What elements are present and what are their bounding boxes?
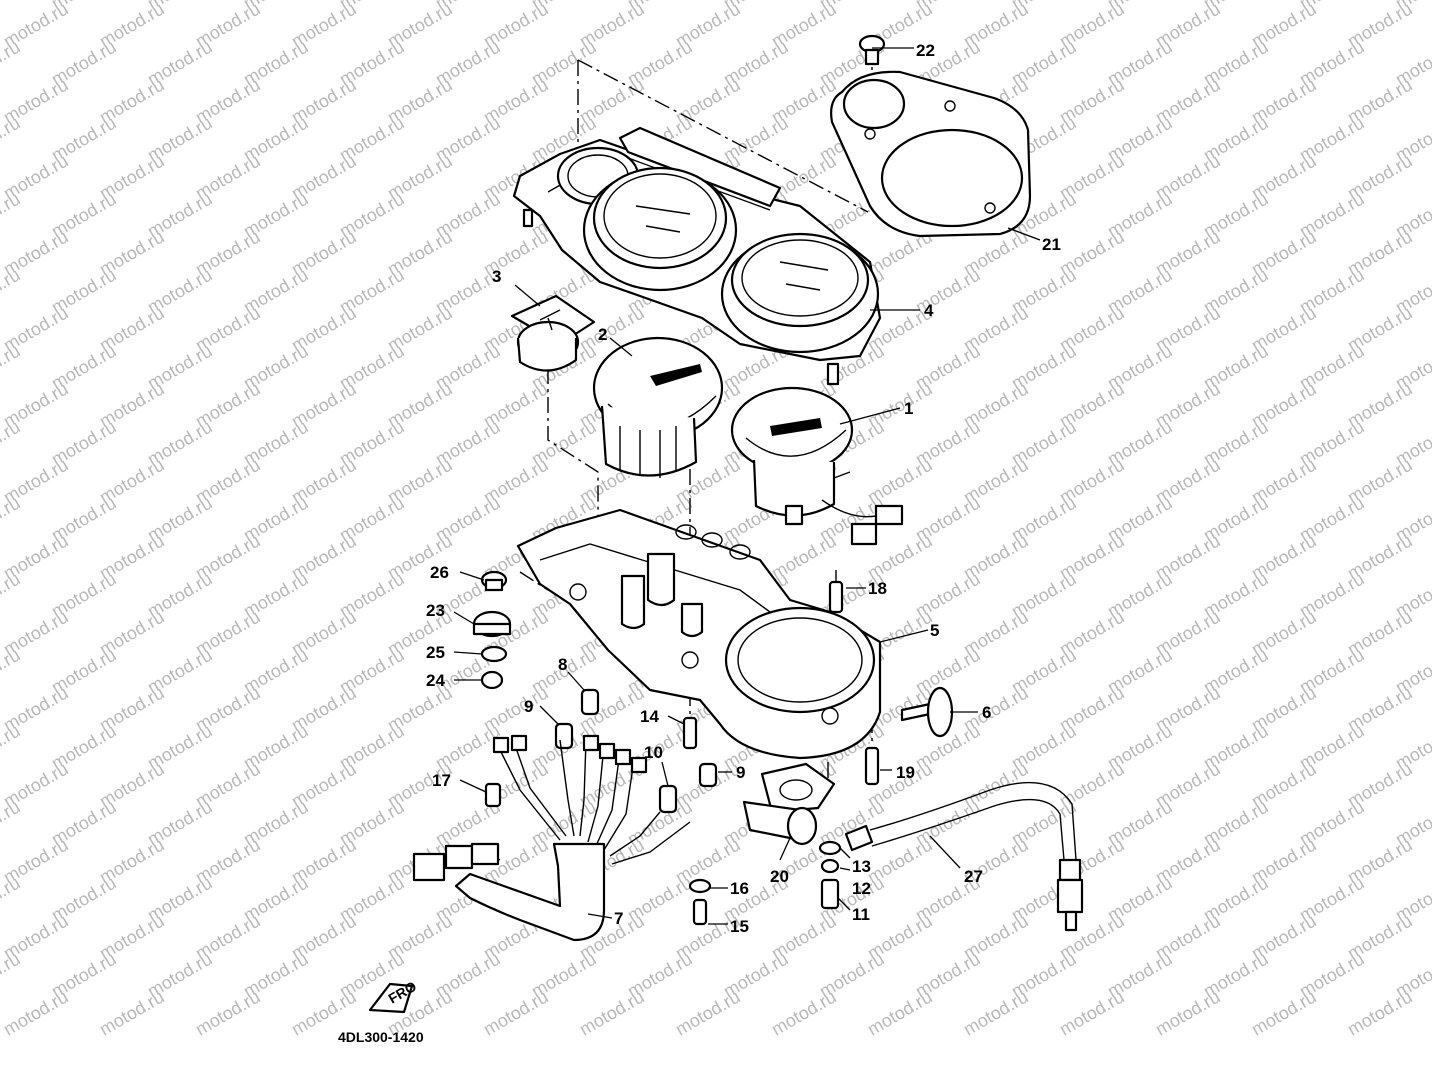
- callout-22: 22: [916, 41, 935, 60]
- drawing-code: 4DL300-1420: [338, 1029, 424, 1045]
- trip-knob-6: [900, 686, 954, 738]
- small-gauge-3: [510, 294, 596, 372]
- callout-18: 18: [868, 579, 887, 598]
- callout-4: 4: [924, 301, 934, 320]
- lower-case: [516, 508, 882, 760]
- watermark-text: motod.ru: [1248, 987, 1320, 1040]
- callout-2: 2: [598, 325, 607, 344]
- callout-11: 11: [852, 905, 870, 924]
- callout-8: 8: [558, 655, 567, 674]
- grommet-parts: [472, 570, 512, 690]
- callout-1: 1: [904, 399, 913, 418]
- watermark-text: motod.ru: [0, 0, 24, 13]
- callout-13: 13: [852, 857, 871, 876]
- callout-7: 7: [614, 909, 623, 928]
- watermark-text: motod.ru: [480, 987, 552, 1040]
- wire-harness-7: [412, 734, 691, 942]
- callout-20: 20: [770, 867, 789, 886]
- watermark-text: motod.ru: [1056, 987, 1128, 1040]
- watermark-text: motod.ru: [864, 987, 936, 1040]
- callout-21: 21: [1042, 235, 1061, 254]
- speedometer-1: [730, 386, 904, 546]
- watermark-layer: motod.ru motod.ru motod.ru motod.ru motod.ru…: [0, 0, 1432, 1039]
- callout-16: 16: [730, 879, 749, 898]
- callout-9-lower: 9: [736, 763, 745, 782]
- leader-lines: [453, 47, 1041, 925]
- watermark-text: motod.ru: [768, 987, 840, 1040]
- callout-12: 12: [852, 879, 871, 898]
- cover-plate: [830, 70, 1032, 238]
- front-marker: FRO: [368, 978, 419, 1014]
- watermark-text: motod.ru: [1344, 987, 1416, 1040]
- callout-5: 5: [930, 621, 939, 640]
- callout-19: 19: [896, 763, 915, 782]
- watermark-text: motod.ru: [672, 987, 744, 1040]
- speedo-cable-27: [844, 781, 1084, 932]
- upper-housing: [512, 126, 882, 386]
- callout-15: 15: [730, 917, 749, 936]
- watermark-text: motod.ru: [0, 987, 72, 1040]
- hardware-screws: [688, 840, 842, 926]
- callout-labels: 22 21 4 3 2 1 18 5 6 26 23 25 24 8 9 14 …: [426, 41, 1061, 936]
- watermark-text: motod.ru: [960, 987, 1032, 1040]
- callout-3: 3: [492, 267, 501, 286]
- watermark-text: motod.ru: [576, 987, 648, 1040]
- callout-6: 6: [982, 703, 991, 722]
- callout-24: 24: [426, 671, 445, 690]
- callout-14: 14: [640, 707, 659, 726]
- callout-10: 10: [644, 743, 663, 762]
- callout-23: 23: [426, 601, 445, 620]
- tachometer-2: [592, 336, 724, 478]
- watermark-text: motod.ru: [1152, 987, 1224, 1040]
- watermark-text: motod.ru: [96, 987, 168, 1040]
- callout-17: 17: [432, 771, 451, 790]
- bulb-sockets: [484, 580, 880, 814]
- callout-25: 25: [426, 643, 445, 662]
- watermark-text: motod.ru: [192, 987, 264, 1040]
- callout-9-upper: 9: [524, 697, 533, 716]
- drive-gear-20: [742, 762, 836, 846]
- callout-26: 26: [430, 563, 449, 582]
- callout-27: 27: [964, 867, 983, 886]
